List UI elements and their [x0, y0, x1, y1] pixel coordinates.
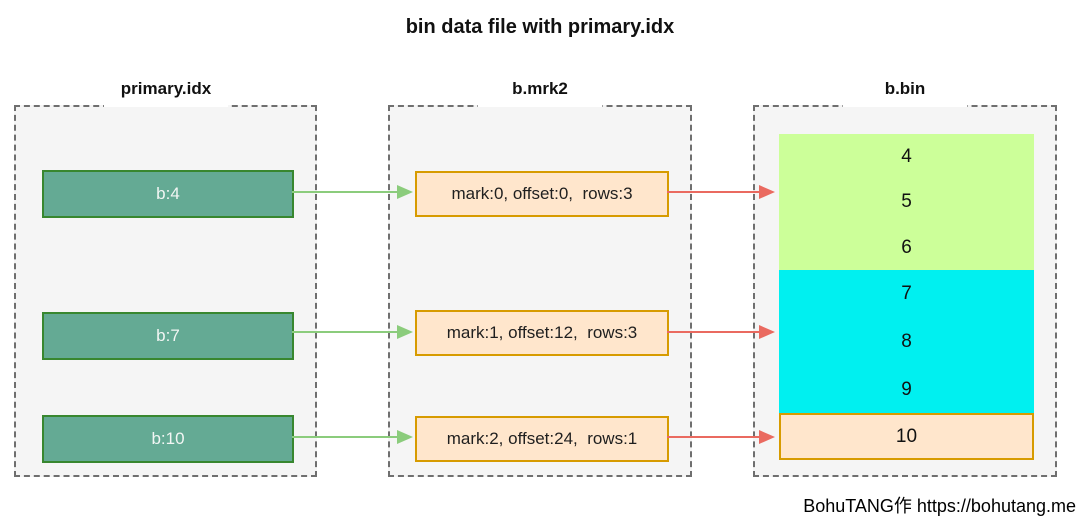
bin-granule-2: 10: [779, 413, 1034, 460]
bin-row-value: 10: [895, 426, 918, 447]
attribution-text: BohuTANG作 https://bohutang.me: [803, 496, 1076, 516]
bin-row-value: 4: [901, 146, 912, 168]
mrk2-container: mark:0, offset:0, rows:3 mark:1, offset:…: [388, 105, 692, 477]
column-label-primary-idx: primary.idx: [104, 78, 228, 107]
diagram-title: bin data file with primary.idx: [405, 16, 675, 38]
bin-granule-1: 7 8 9: [779, 270, 1034, 413]
bin-row-value: 6: [901, 236, 912, 258]
mark-entry-0: mark:0, offset:0, rows:3: [415, 171, 669, 217]
bin-row-value: 5: [901, 191, 912, 213]
column-label-bin: b.bin: [843, 78, 967, 107]
bin-row-value: 8: [901, 330, 912, 352]
index-entry-b4: b:4: [42, 170, 294, 218]
bin-row-value: 9: [901, 378, 912, 400]
column-label-mrk2: b.mrk2: [478, 78, 602, 107]
mark-entry-1: mark:1, offset:12, rows:3: [415, 310, 669, 356]
bin-granule-0: 4 5 6: [779, 134, 1034, 270]
bin-container: 4 5 6 7 8 9 10: [753, 105, 1057, 477]
bin-row-value: 7: [901, 283, 912, 305]
index-entry-b7: b:7: [42, 312, 294, 360]
index-entry-b10: b:10: [42, 415, 294, 463]
primary-idx-container: b:4 b:7 b:10: [14, 105, 317, 477]
mark-entry-2: mark:2, offset:24, rows:1: [415, 416, 669, 462]
